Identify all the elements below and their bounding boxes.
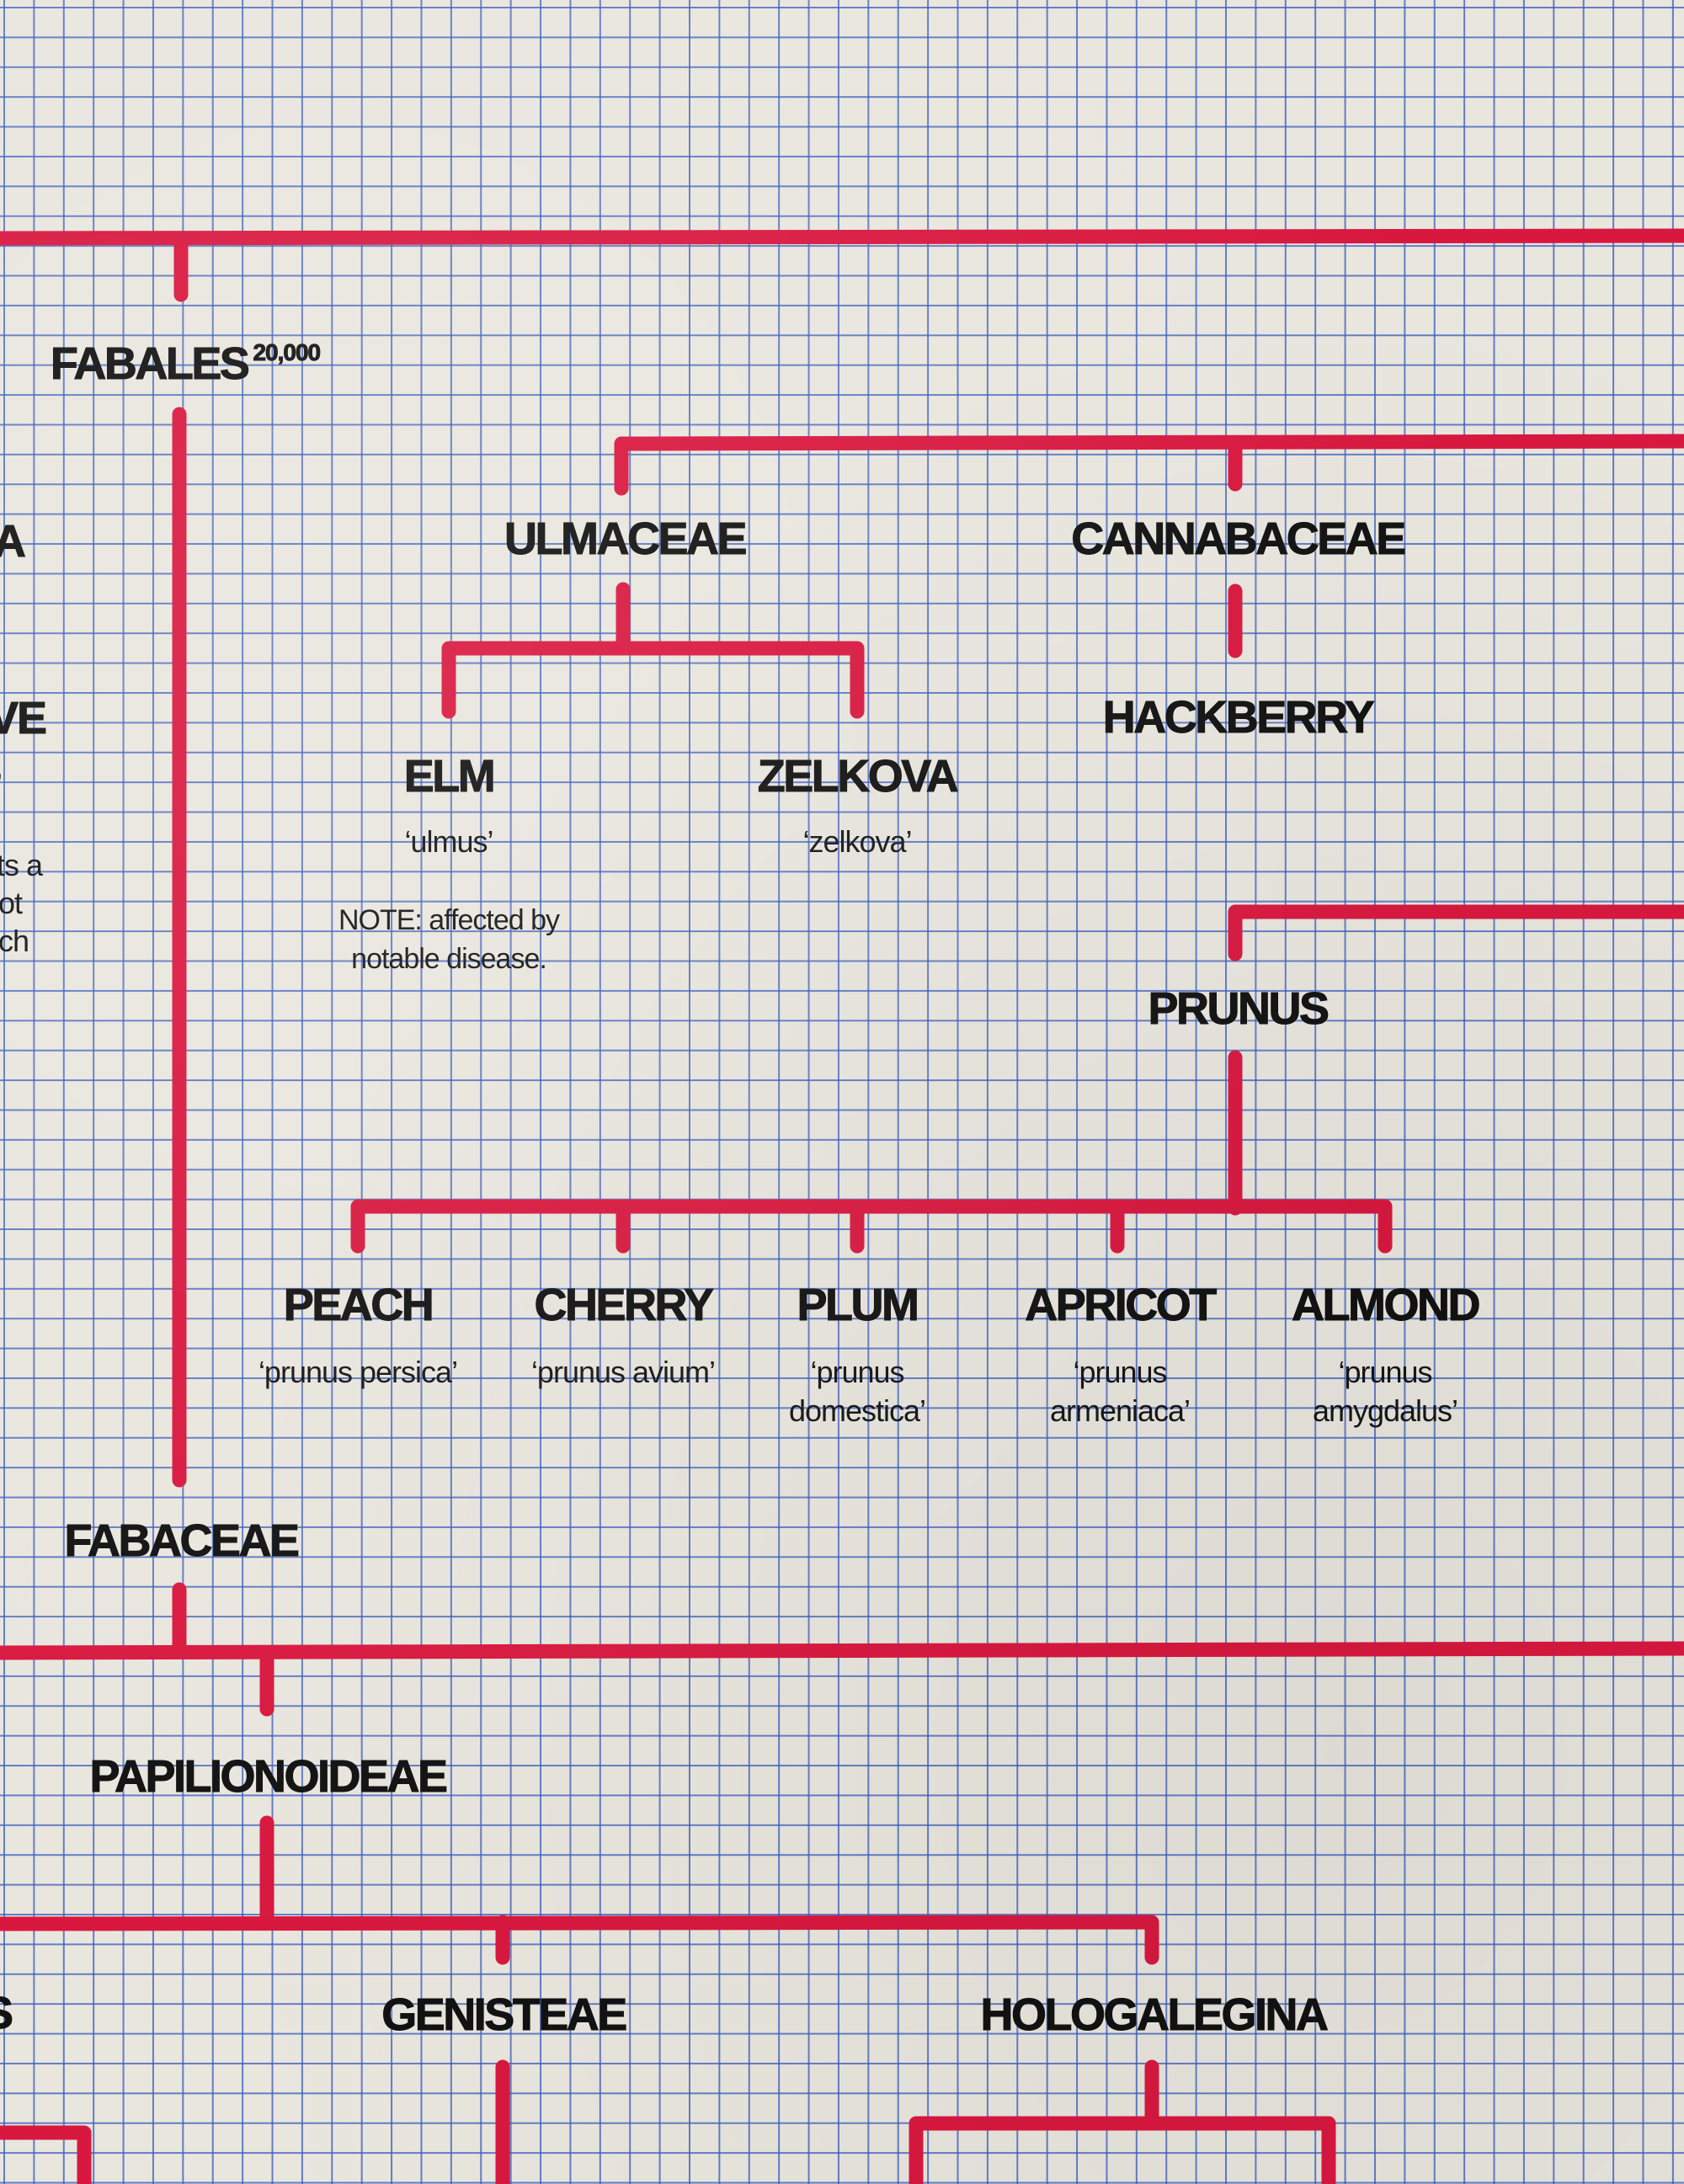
node-peach: PEACH <box>283 1280 434 1331</box>
node-elm: ELM <box>403 751 496 802</box>
node-hologalegina: HOLOGALEGINA <box>980 1990 1330 2041</box>
branch-ulmaceae-cannabaceae <box>614 434 1684 496</box>
node-hackberry: HACKBERRY <box>1102 692 1375 743</box>
node-cannabaceae: CANNABACEAE <box>1071 514 1407 565</box>
node-elm-note: NOTE: affected by notable disease. <box>338 904 560 975</box>
branch-ulmaceae-bracket <box>441 641 865 719</box>
branch-fabaceae-horizontal <box>0 1641 1684 1660</box>
node-cherry: CHERRY <box>534 1280 715 1331</box>
node-almond: ALMOND <box>1292 1280 1481 1331</box>
node-cherry-latin: ‘prunus avium’ <box>530 1355 716 1389</box>
node-zelkova-latin: ‘zelkova’ <box>802 824 912 859</box>
node-elm-latin: ‘ulmus’ <box>404 824 493 859</box>
node-plum-latin: ‘prunus domestica’ <box>788 1355 926 1428</box>
cropped-text-line-3: ch <box>0 924 29 958</box>
node-ulmaceae: ULMACEAE <box>504 514 749 565</box>
node-zelkova: ZELKOVA <box>757 751 959 802</box>
node-prunus: PRUNUS <box>1148 983 1330 1035</box>
branch-hologalegina-bracket <box>909 2116 1336 2184</box>
node-fabales-name: FABALES <box>50 338 250 390</box>
cropped-text-comma: , <box>0 748 3 786</box>
node-apricot-latin: ‘prunus armeniaca’ <box>1049 1355 1191 1428</box>
cropped-label-s: S <box>0 1987 14 2039</box>
node-apricot: APRICOT <box>1025 1280 1218 1331</box>
branch-left-bottom <box>0 2125 92 2184</box>
node-genisteae: GENISTEAE <box>381 1990 628 2041</box>
branch-top-horizontal <box>0 228 1684 246</box>
node-peach-latin: ‘prunus persica’ <box>258 1355 458 1389</box>
node-plum: PLUM <box>797 1280 919 1331</box>
cropped-text-line-1: ts a <box>0 848 43 882</box>
node-fabales-count: 20,000 <box>253 339 322 366</box>
cropped-label-a: A <box>0 516 27 567</box>
node-papilionoideae: PAPILIONOIDEAE <box>89 1751 449 1803</box>
branch-papilionoideae-horizontal <box>0 1915 1159 1965</box>
cropped-text-line-2: ot <box>0 886 23 920</box>
branch-prunus-top <box>1228 904 1684 961</box>
branch-prunus-children <box>350 1199 1393 1254</box>
cropped-label-ve: VE <box>0 693 48 744</box>
node-almond-latin: ‘prunus amygdalus’ <box>1312 1355 1458 1428</box>
node-fabaceae: FABACEAE <box>64 1515 301 1567</box>
